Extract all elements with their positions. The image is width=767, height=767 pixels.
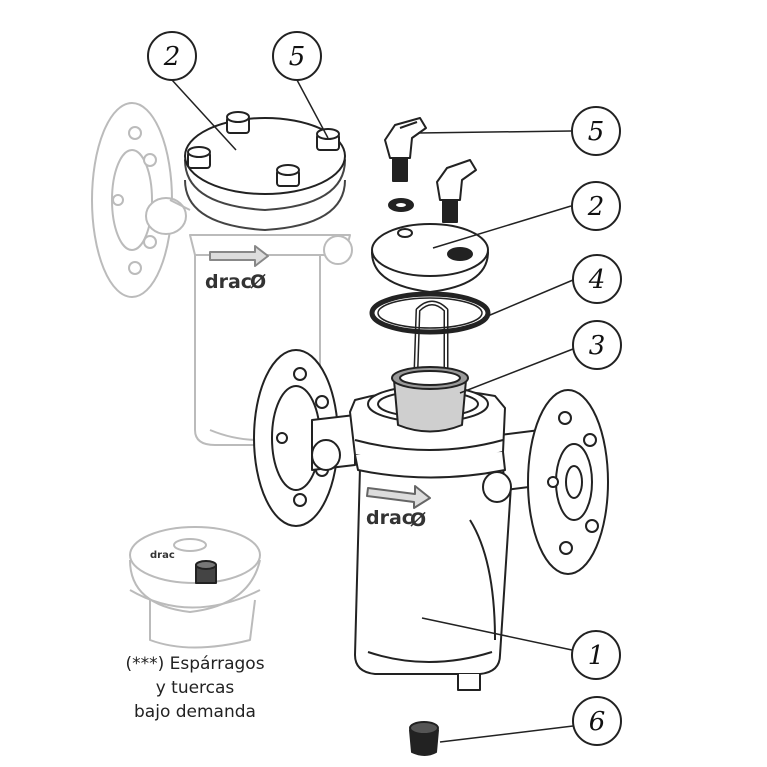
callout-label-4: 4 [588,265,606,295]
callout-label-5a: 5 [289,42,306,72]
cover [371,223,489,293]
callout-circle-5a [272,31,322,81]
callout-label-6: 6 [589,707,606,737]
washer [388,198,414,212]
callout-circle-3 [572,320,622,370]
caption-line-1: (***) Espárragos [125,654,265,674]
gasket [369,291,491,335]
callout-label-5b: 5 [588,117,605,147]
drain-plug [409,721,439,756]
callout-label-2a: 2 [163,42,181,72]
back-brand-mark: Ø [250,271,266,293]
front-brand-logo: drac [366,507,413,529]
wing-screw-a [384,117,427,182]
caption-line-3: bajo demanda [134,702,256,722]
front-brand-mark: Ø [410,509,426,531]
callout-label-2b: 2 [587,192,605,222]
inset-stud-nut-detail [129,526,261,649]
inset-caption: (***) Espárragos y tuercas bajo demanda [100,652,290,724]
callout-circle-2a [147,31,197,81]
front-right-flange [527,389,609,575]
callout-circle-1 [571,630,621,680]
callout-label-1: 1 [588,641,605,671]
filter-basket [391,300,469,433]
back-brand-logo: drac [205,271,252,293]
inset-brand-logo: drac [150,550,175,561]
caption-line-2: y tuercas [155,678,235,698]
callout-label-3: 3 [589,331,606,361]
callout-circle-2b [571,181,621,231]
leader-lines [171,79,574,743]
callout-circles [147,31,622,746]
callout-circle-5b [571,106,621,156]
wing-screw-b [436,159,477,223]
callout-circle-4 [572,254,622,304]
callout-circle-6 [572,696,622,746]
